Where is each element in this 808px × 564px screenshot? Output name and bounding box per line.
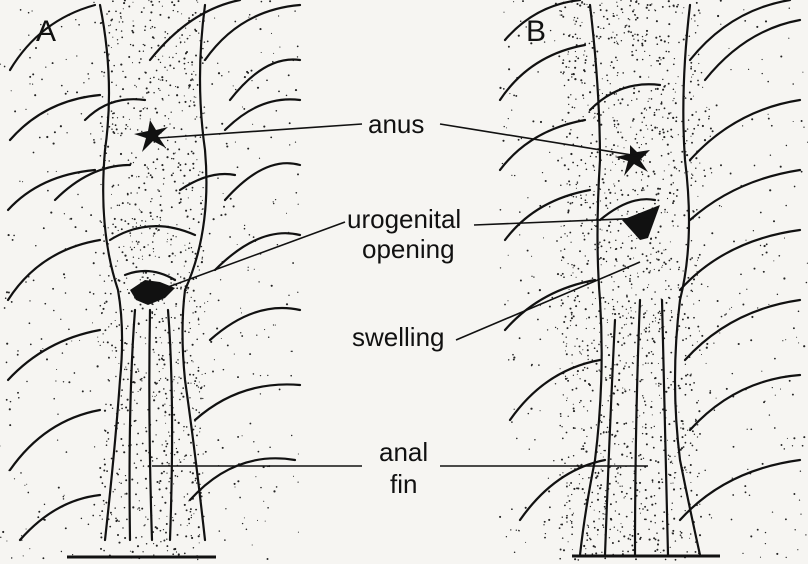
urogenital-mark-b (622, 205, 660, 240)
label-anus: anus (368, 110, 424, 138)
anus-mark-a (134, 120, 168, 152)
panel-label-b: B (526, 18, 546, 46)
label-urogenital-line1: urogenital (347, 205, 461, 233)
urogenital-mark-a (130, 280, 175, 305)
leader-lines (152, 124, 648, 466)
label-anal-line1: anal (379, 438, 428, 466)
label-swelling: swelling (352, 323, 445, 351)
anus-mark-b (615, 145, 650, 176)
panel-label-a: A (36, 18, 56, 46)
label-urogenital-line2: opening (362, 235, 455, 263)
label-anal-line2: fin (390, 470, 417, 498)
scale-bars (67, 556, 720, 557)
